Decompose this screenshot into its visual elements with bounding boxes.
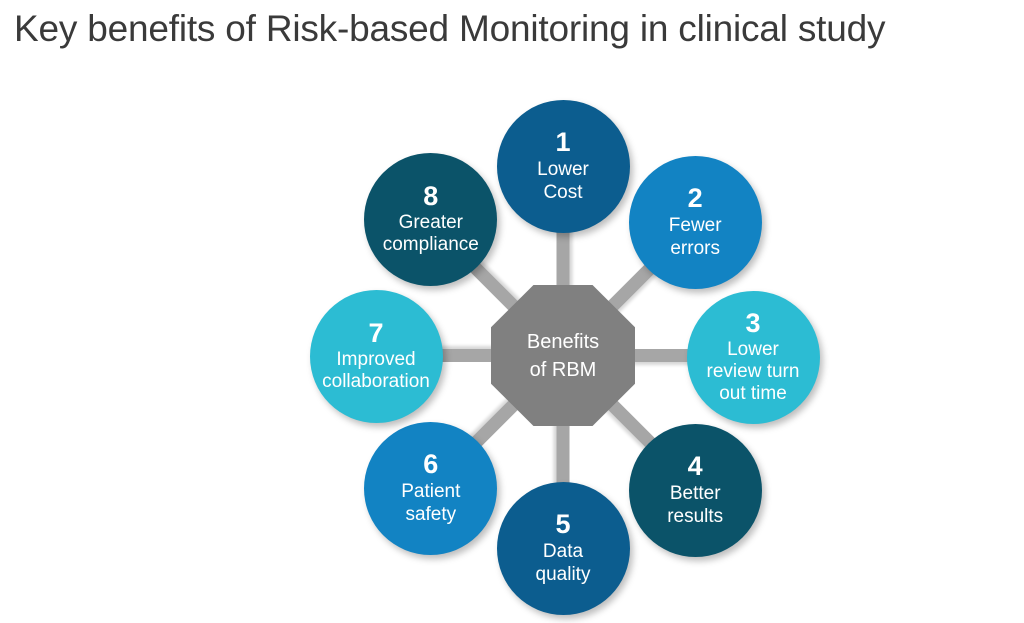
benefit-label-4: Better results: [667, 483, 724, 527]
benefit-label-6: Patient safety: [401, 481, 461, 525]
hub-label: Benefits of RBM: [526, 330, 600, 381]
benefit-node-8[interactable]: 8 Greater compliance: [364, 152, 498, 286]
benefit-node-5[interactable]: 5 Data quality: [496, 481, 630, 615]
benefit-number-3: 3: [745, 308, 761, 338]
benefit-number-6: 6: [423, 449, 439, 479]
benefit-label-8: Greater compliance: [382, 212, 479, 255]
benefit-node-3[interactable]: 3 Lower review turn out time: [686, 290, 820, 424]
benefit-node-2[interactable]: 2 Fewer errors: [628, 155, 762, 289]
page-title: Key benefits of Risk-based Monitoring in…: [14, 8, 886, 49]
benefit-label-5: Data quality: [535, 541, 591, 585]
benefit-number-1: 1: [555, 127, 571, 157]
benefit-number-8: 8: [423, 181, 439, 211]
benefit-node-1[interactable]: 1 Lower Cost: [496, 99, 630, 233]
benefit-node-6[interactable]: 6 Patient safety: [364, 421, 498, 555]
hub-octagon[interactable]: Benefits of RBM: [491, 285, 635, 426]
benefit-label-2: Fewer errors: [668, 215, 722, 259]
benefit-number-2: 2: [687, 183, 703, 213]
benefit-number-5: 5: [555, 509, 571, 539]
benefit-node-4[interactable]: 4 Better results: [628, 423, 762, 557]
benefit-label-7: Improved collaboration: [322, 349, 430, 392]
benefit-label-1: Lower Cost: [537, 159, 589, 203]
benefit-number-4: 4: [687, 451, 703, 481]
benefit-number-7: 7: [368, 318, 384, 348]
benefit-label-3: Lower review turn out time: [706, 339, 800, 404]
benefit-node-7[interactable]: 7 Improved collaboration: [309, 289, 443, 423]
